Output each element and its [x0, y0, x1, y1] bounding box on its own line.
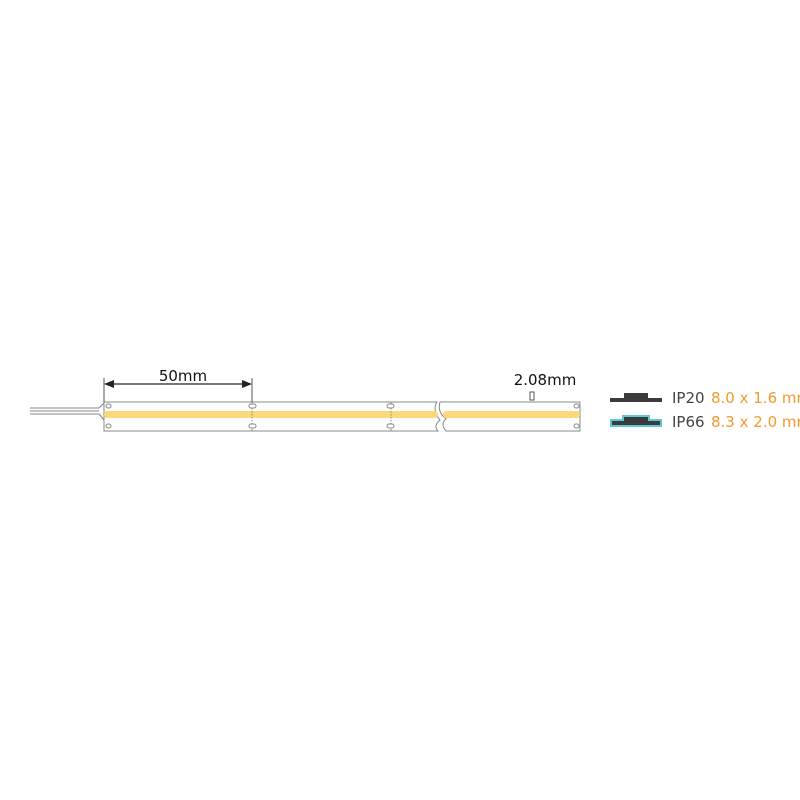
strip-segment-left — [103, 401, 441, 432]
cut-marks — [105, 402, 580, 431]
led-cob-line-right — [443, 411, 580, 418]
width-dimension-label: 2.08mm — [514, 371, 577, 389]
ip66-cross-section-icon — [610, 415, 662, 427]
width-dimension: 2.08mm — [514, 371, 577, 401]
pitch-dimension: 50mm — [103, 367, 253, 402]
ip20-rating: IP20 — [672, 389, 705, 407]
ip20-cross-section-icon — [610, 393, 662, 402]
pitch-dimension-label: 50mm — [159, 367, 207, 385]
ip66-size: 8.3 x 2.0 mm — [711, 413, 800, 431]
lead-wires — [30, 402, 105, 421]
ip66-profile: IP66 8.3 x 2.0 mm — [610, 413, 800, 431]
led-cob-line-left — [104, 411, 438, 418]
strip-segment-right — [438, 401, 581, 432]
ip66-rating: IP66 — [672, 413, 705, 431]
ip20-profile: IP20 8.0 x 1.6 mm — [610, 389, 800, 407]
ip20-size: 8.0 x 1.6 mm — [711, 389, 800, 407]
